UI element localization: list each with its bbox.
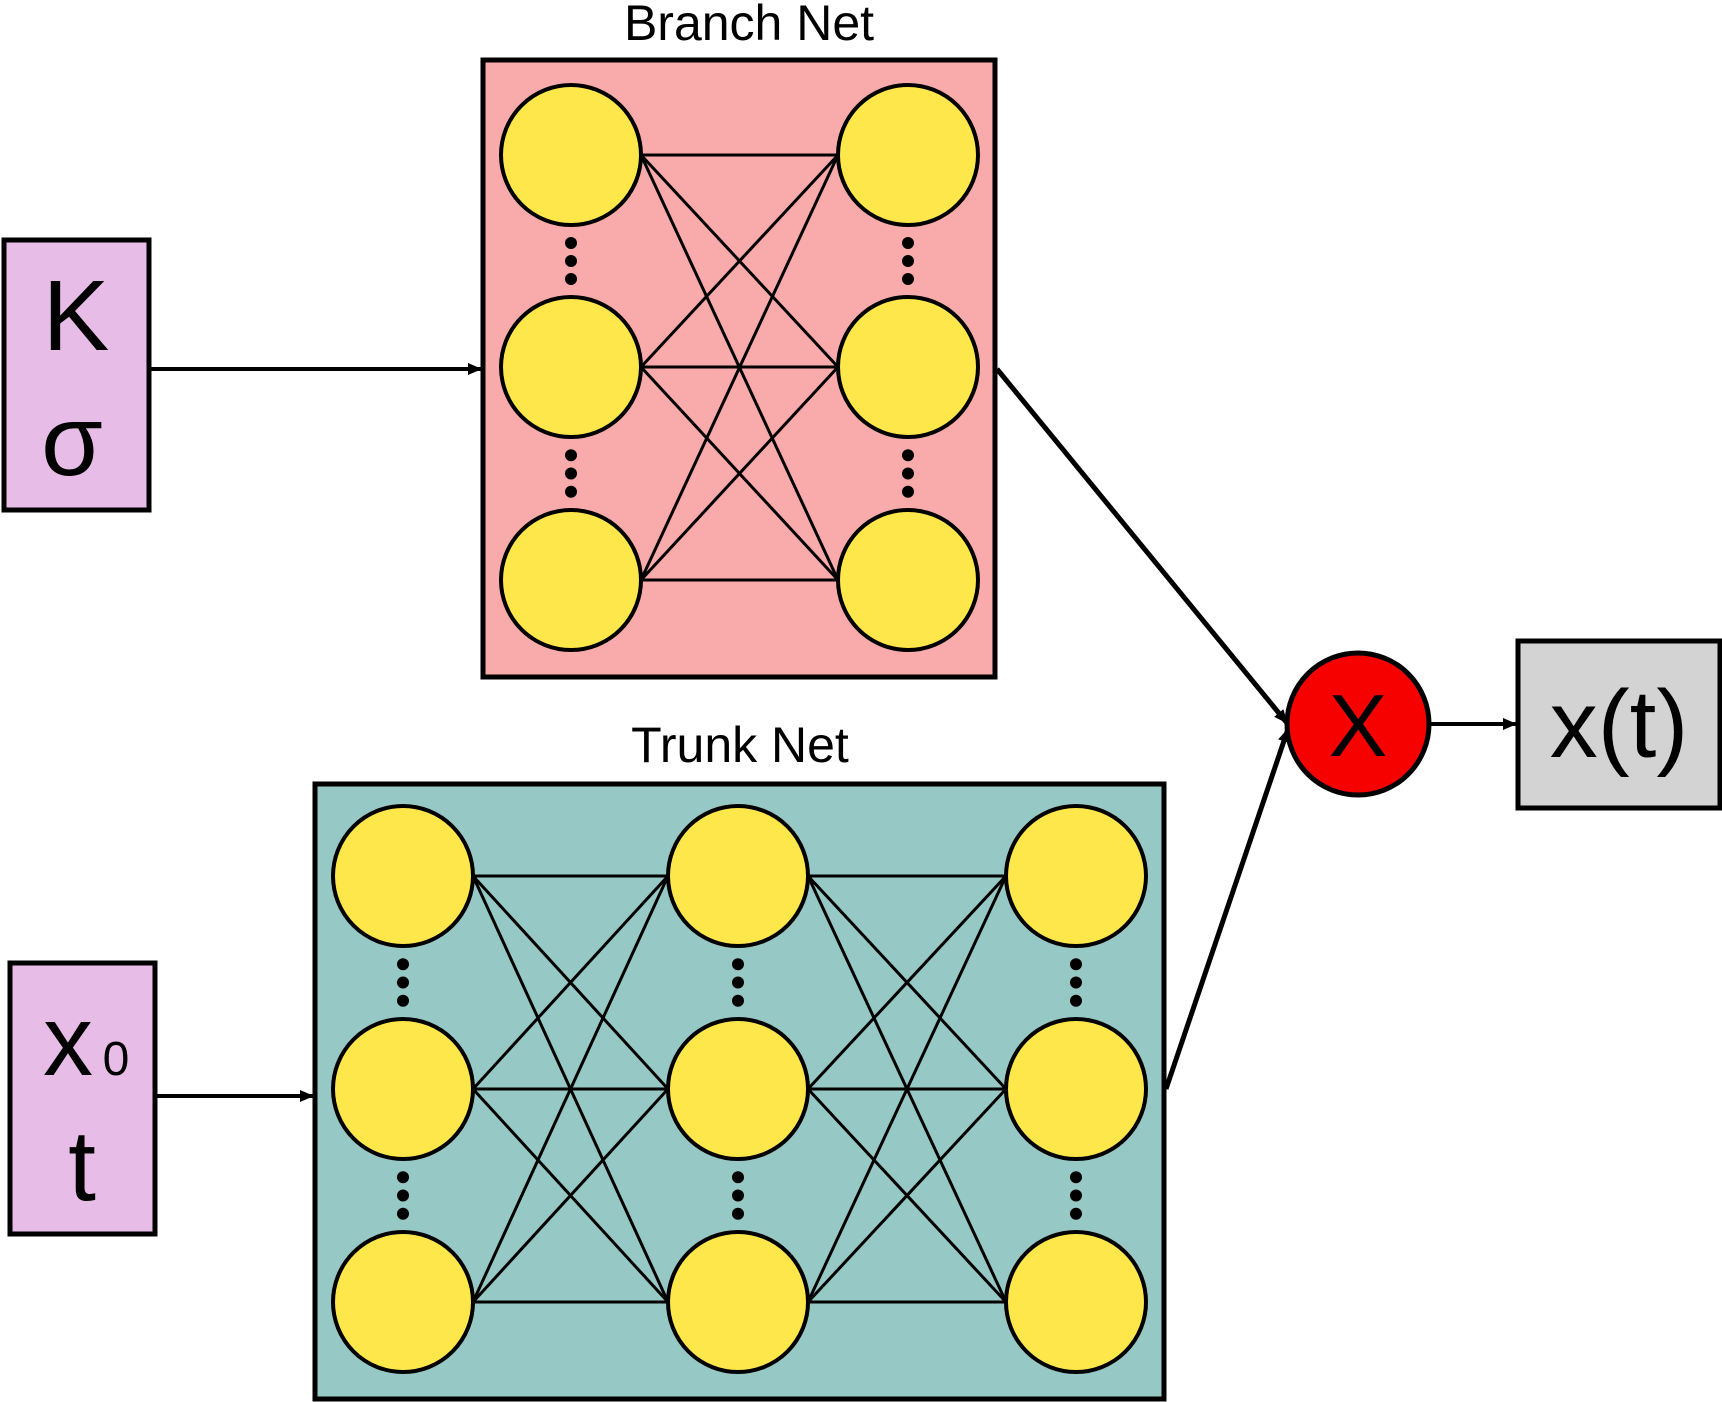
trunk-ellipsis-dot (397, 1171, 409, 1184)
trunk-connection (471, 1087, 670, 1304)
branch-input-k: K (43, 260, 110, 372)
branch-ellipsis-dot (565, 485, 577, 498)
trunk-ellipsis-dot (1070, 1189, 1082, 1202)
branch-to-product-arrow (995, 367, 1289, 725)
trunk-connection (806, 875, 1008, 1303)
trunk-net-neurons (331, 804, 1148, 1374)
trunk-neuron (1004, 804, 1148, 948)
trunk-input-x: x (43, 985, 93, 1097)
trunk-net-title: Trunk Net (631, 717, 849, 773)
trunk-neuron (666, 1017, 810, 1161)
branch-ellipsis-dot (565, 273, 577, 285)
branch-connection (639, 365, 840, 582)
trunk-ellipsis-dot (1070, 1171, 1082, 1184)
trunk-connection (471, 875, 670, 1303)
branch-ellipsis-dot (902, 485, 914, 498)
branch-neuron (836, 508, 980, 652)
trunk-ellipsis-dot (397, 976, 409, 989)
trunk-ellipsis-dot (397, 958, 409, 971)
trunk-ellipsis-dot (397, 1189, 409, 1202)
trunk-ellipsis-dot (732, 976, 744, 989)
trunk-ellipsis-dot (732, 958, 744, 971)
trunk-ellipsis-dot (397, 994, 409, 1007)
trunk-to-product-arrow (1163, 728, 1291, 1090)
trunk-ellipsis-dot (397, 1207, 409, 1220)
branch-input-box (1, 237, 152, 513)
branch-connection (639, 153, 840, 369)
trunk-neuron (331, 804, 475, 948)
trunk-ellipsis-dot (732, 994, 744, 1007)
trunk-input: x 0 t (7, 960, 158, 1237)
trunk-input-x-subscript: 0 (103, 1033, 130, 1086)
trunk-neuron (1004, 1017, 1148, 1161)
trunk-ellipsis-dot (1070, 994, 1082, 1007)
trunk-input-box (7, 960, 158, 1237)
trunk-ellipsis-dot (1070, 958, 1082, 971)
branch-net: Branch Net (480, 0, 998, 680)
branch-neuron (499, 83, 643, 227)
branch-ellipsis-dot (565, 255, 577, 267)
branch-net-connections (639, 153, 840, 582)
branch-ellipsis-dot (902, 255, 914, 267)
branch-input: K σ (1, 237, 152, 513)
trunk-connection (806, 874, 1008, 1091)
branch-neuron (836, 295, 980, 439)
product-circle (1284, 650, 1432, 798)
branch-neuron (836, 83, 980, 227)
branch-connection (639, 154, 840, 581)
branch-ellipsis-dot (565, 449, 577, 462)
branch-ellipsis-dot (902, 449, 914, 462)
trunk-ellipsis-dot (732, 1189, 744, 1202)
trunk-neuron (331, 1017, 475, 1161)
trunk-input-t: t (68, 1110, 96, 1222)
branch-ellipsis-dot (902, 237, 914, 249)
branch-net-title: Branch Net (624, 0, 874, 51)
branch-net-ellipses (565, 237, 914, 498)
output: x(t) (1515, 638, 1722, 811)
branch-ellipsis-dot (565, 237, 577, 249)
product-node: X (1284, 650, 1432, 798)
trunk-ellipsis-dot (1070, 976, 1082, 989)
trunk-neuron (331, 1230, 475, 1374)
trunk-neuron (666, 1230, 810, 1374)
trunk-connection (471, 874, 670, 1091)
trunk-neuron (1004, 1230, 1148, 1374)
trunk-net: Trunk Net (312, 717, 1167, 1402)
branch-ellipsis-dot (902, 273, 914, 285)
output-label: x(t) (1550, 671, 1689, 778)
branch-neuron (499, 295, 643, 439)
trunk-net-ellipses (397, 958, 1082, 1220)
trunk-ellipsis-dot (732, 1207, 744, 1220)
branch-ellipsis-dot (565, 467, 577, 480)
branch-ellipsis-dot (902, 467, 914, 480)
trunk-net-connections (471, 874, 1008, 1304)
product-symbol: X (1329, 676, 1388, 775)
trunk-connection (806, 1087, 1008, 1304)
trunk-ellipsis-dot (732, 1171, 744, 1184)
output-box (1515, 638, 1722, 811)
branch-neuron (499, 508, 643, 652)
branch-input-sigma: σ (41, 385, 103, 497)
branch-net-neurons (499, 83, 980, 652)
trunk-ellipsis-dot (1070, 1207, 1082, 1220)
trunk-neuron (666, 804, 810, 948)
